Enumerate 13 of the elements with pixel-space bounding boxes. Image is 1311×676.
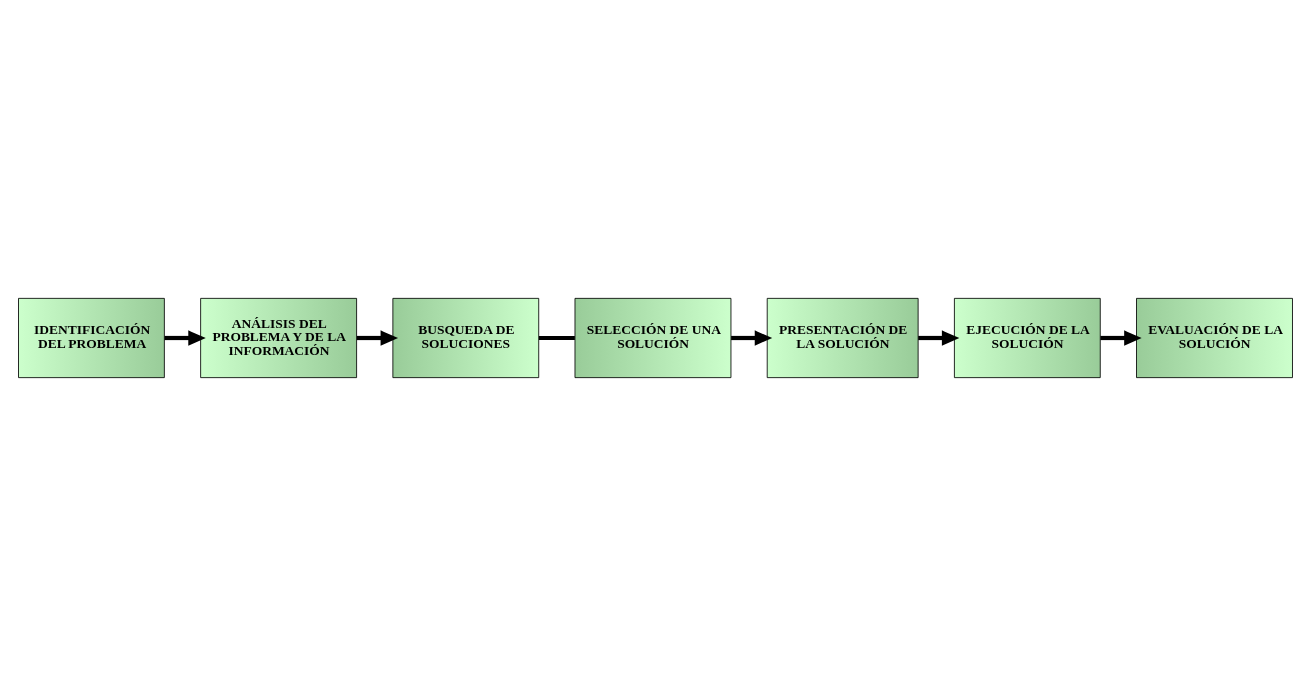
arrow — [356, 330, 399, 346]
node-box: SELECCIÓN DE UNA SOLUCIÓN — [574, 297, 732, 379]
arrow — [731, 330, 773, 346]
node-box: BUSQUEDA DE SOLUCIONES — [392, 297, 540, 379]
arrow — [918, 330, 960, 346]
connector — [538, 335, 575, 341]
node-box: EVALUACIÓN DE LA SOLUCIÓN — [1136, 297, 1293, 379]
node-box: EJECUCIÓN DE LA SOLUCIÓN — [953, 297, 1101, 379]
node-box: PRESENTACIÓN DE LA SOLUCIÓN — [766, 297, 919, 379]
node-box: IDENTIFICACIÓN DEL PROBLEMA — [18, 297, 165, 379]
arrow — [164, 330, 206, 346]
arrow — [1100, 330, 1142, 346]
node-box: ANÁLISIS DEL PROBLEMA Y DE LA INFORMACIÓN — [200, 297, 358, 379]
